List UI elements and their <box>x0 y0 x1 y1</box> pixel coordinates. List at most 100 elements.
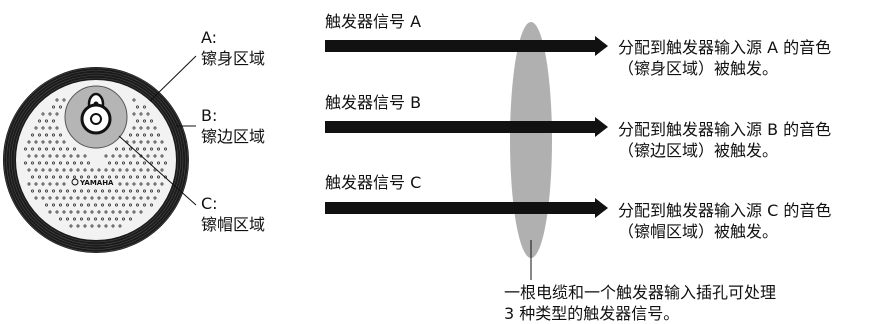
cymbal-dot <box>76 196 80 200</box>
cymbal-dot <box>146 112 150 116</box>
cymbal-dot <box>69 224 73 228</box>
cymbal-dot <box>108 189 111 193</box>
cymbal-dot <box>66 189 69 193</box>
result-b-line1: 分配到触发器输入源 B 的音色 <box>618 120 832 139</box>
cymbal-dot <box>136 175 139 179</box>
cymbal-dot <box>104 224 108 228</box>
cymbal-dot <box>97 168 101 172</box>
cymbal-dot <box>83 224 87 228</box>
cymbal-dot <box>122 217 125 221</box>
cymbal-dot <box>111 196 115 200</box>
cymbal-dot <box>62 98 66 102</box>
cymbal-dot <box>125 168 129 172</box>
signal-label-c: 触发器信号 C <box>325 173 422 192</box>
cymbal-dot <box>139 140 143 144</box>
cymbal-dot <box>125 182 129 186</box>
cymbal-dot <box>48 112 52 116</box>
cymbal-dot <box>31 133 34 137</box>
cymbal-dot <box>76 210 80 214</box>
cymbal-dot <box>139 154 143 158</box>
cymbal-groove <box>3 67 189 253</box>
cymbal-dot <box>115 161 118 165</box>
cymbal-groove <box>11 75 181 245</box>
cymbal-groove <box>8 72 184 248</box>
cymbal-dot <box>94 189 97 193</box>
cymbal-dot <box>150 175 153 179</box>
cymbal: YAMAHA <box>3 67 189 253</box>
cymbal-dot <box>150 189 153 193</box>
cymbal-dot <box>136 147 139 151</box>
cymbal-dot <box>153 154 157 158</box>
cymbal-dot <box>55 140 59 144</box>
cymbal-dot <box>136 161 139 165</box>
cymbal-dot <box>122 161 125 165</box>
zone-label-b: B: 镲边区域 <box>201 105 265 147</box>
cymbal-dot <box>129 175 132 179</box>
cymbal-dot <box>115 147 118 151</box>
signal-arrow-c <box>325 198 608 218</box>
cymbal-dot <box>48 140 52 144</box>
signal-label-b: 触发器信号 B <box>325 93 422 112</box>
cymbal-dot <box>101 175 104 179</box>
cymbal-dot <box>62 196 66 200</box>
cymbal-dot <box>55 154 59 158</box>
cymbal-dot <box>66 175 69 179</box>
cymbal-dot <box>48 154 52 158</box>
cymbal-dot <box>59 105 62 109</box>
cymbal-dot <box>38 133 41 137</box>
cymbal-dot <box>69 196 73 200</box>
cymbal-edge-grooves <box>3 67 189 253</box>
cymbal-dot <box>132 98 136 102</box>
cymbal-dot <box>111 224 115 228</box>
cymbal-dot <box>59 161 62 165</box>
cymbal-dot <box>122 203 125 207</box>
zone-label-a: A: 镲身区域 <box>201 27 265 69</box>
cymbal-dot <box>48 210 52 214</box>
cymbal-dot <box>66 203 69 207</box>
cymbal-dot <box>136 105 139 109</box>
cymbal-dot <box>115 203 118 207</box>
cymbal-dot <box>153 126 157 130</box>
cymbal-dot <box>118 224 122 228</box>
cymbal-dot <box>41 126 45 130</box>
cymbal-dot <box>27 168 31 172</box>
cymbal-dot <box>34 126 38 130</box>
zone-name-c: 镲帽区域 <box>201 215 266 234</box>
cymbal-dot <box>87 189 90 193</box>
cymbal-dot <box>62 182 66 186</box>
cymbal-dot <box>45 147 48 151</box>
cymbal-dot <box>41 196 45 200</box>
cymbal-dot <box>80 203 83 207</box>
cymbal-body-dots <box>24 98 167 228</box>
cymbal-dot <box>115 189 118 193</box>
cymbal-dot <box>66 147 69 151</box>
cymbal-dot <box>83 196 87 200</box>
cymbal-dot <box>59 217 62 221</box>
cymbal-dot <box>97 210 101 214</box>
zone-name-a: 镲身区域 <box>201 49 266 68</box>
cymbal-dot <box>139 126 143 130</box>
cymbal-dot <box>143 175 146 179</box>
cymbal-dot <box>90 224 94 228</box>
cymbal-dot <box>76 168 80 172</box>
signal-arrow-a <box>325 36 608 56</box>
cymbal-dot <box>45 189 48 193</box>
cymbal-dot <box>143 105 146 109</box>
cymbal-dot <box>48 126 52 130</box>
cymbal-dot <box>94 175 97 179</box>
cymbal-dot <box>146 140 150 144</box>
cymbal-dot <box>73 147 76 151</box>
cymbal-dot <box>139 182 143 186</box>
yamaha-logo-icon: YAMAHA <box>71 178 114 187</box>
cymbal-dot <box>136 119 139 123</box>
cymbal-dot <box>122 175 125 179</box>
cymbal-dot <box>59 133 62 137</box>
leader-line-body <box>149 55 197 102</box>
cymbal-groove <box>6 70 186 250</box>
cymbal-dot <box>45 175 48 179</box>
cymbal-body-zone <box>16 80 176 240</box>
cymbal-dot <box>132 112 136 116</box>
cable-note: 一根电缆和一个触发器输入插孔可处理 3 种类型的触发器信号。 <box>504 282 776 324</box>
